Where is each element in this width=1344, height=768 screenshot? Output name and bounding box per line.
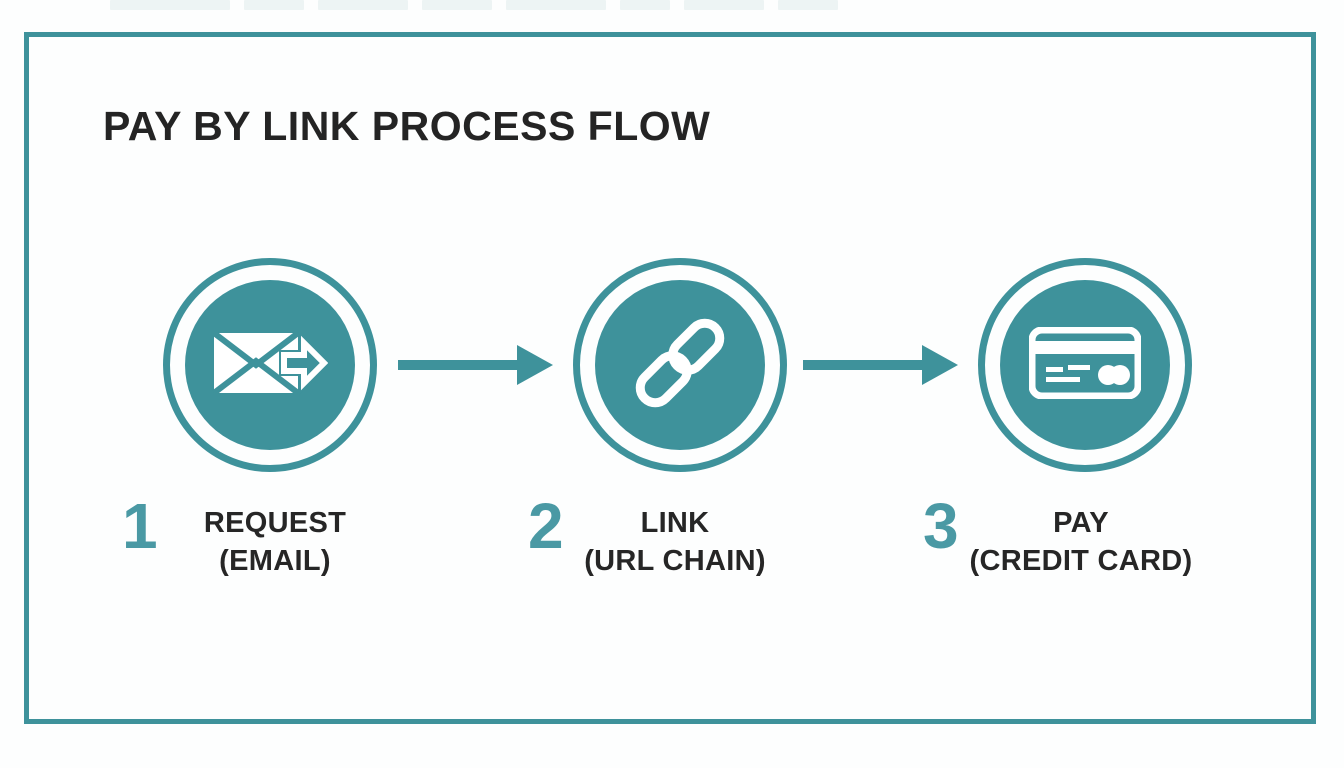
step-1-label: REQUEST (EMAIL) — [145, 504, 405, 580]
diagram-title: PAY BY LINK PROCESS FLOW — [103, 103, 711, 149]
step-1-label-sub: (EMAIL) — [219, 545, 331, 577]
step-3-circle — [978, 258, 1192, 472]
email-send-icon — [212, 329, 332, 402]
step-2-label-sub: (URL CHAIN) — [584, 545, 766, 577]
diagram-border-frame — [24, 32, 1316, 724]
step-2-circle — [573, 258, 787, 472]
step-3-label-main: PAY — [1053, 507, 1109, 539]
cropped-top-artifacts — [0, 0, 1344, 12]
step-1-circle — [163, 258, 377, 472]
step-2-label: LINK (URL CHAIN) — [545, 504, 805, 580]
step-2-label-main: LINK — [640, 507, 710, 539]
step-1-label-main: REQUEST — [203, 507, 347, 539]
step-1-number: 1 — [122, 490, 158, 562]
step-3-label-sub: (CREDIT CARD) — [969, 545, 1193, 577]
step-3-label: PAY (CREDIT CARD) — [951, 504, 1211, 580]
step-3-number: 3 — [923, 490, 959, 562]
step-2-number: 2 — [528, 490, 564, 562]
arrow-right-icon — [398, 343, 556, 387]
arrow-right-icon — [803, 343, 961, 387]
credit-card-icon — [1028, 326, 1142, 404]
chain-link-icon — [628, 311, 732, 420]
